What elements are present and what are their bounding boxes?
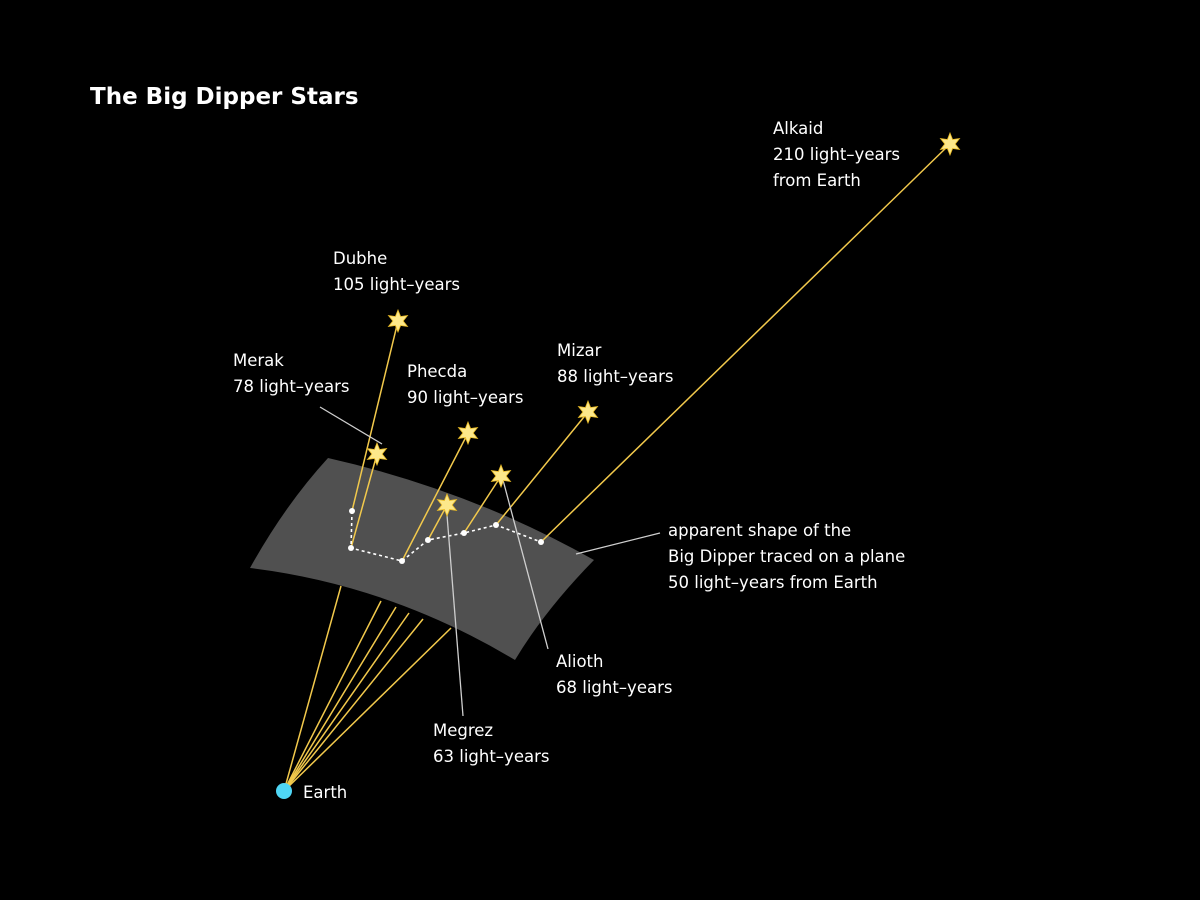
trace-point-alioth	[461, 530, 467, 536]
earth-sightline	[283, 618, 424, 792]
leader-line-merak	[319, 406, 383, 445]
star-icon-alioth	[490, 463, 512, 489]
sightline-mizar	[495, 411, 589, 526]
earth-sightline	[283, 606, 397, 792]
sightline-merak	[350, 453, 378, 549]
star-icon-dubhe	[387, 308, 409, 334]
trace-point-phecda	[399, 558, 405, 564]
leader-line-alioth	[502, 479, 549, 650]
plane-label-line-1: apparent shape of the	[668, 521, 851, 540]
star-label-alioth-name: Alioth	[556, 652, 603, 671]
plane-surface	[250, 458, 594, 660]
star-label-mizar-distance: 88 light–years	[557, 367, 673, 386]
diagram-title: The Big Dipper Stars	[90, 84, 359, 110]
sightline-phecda	[401, 432, 469, 562]
star-icon-megrez	[436, 492, 458, 518]
earth-sightline	[283, 600, 382, 792]
plane-label-line-2: Big Dipper traced on a plane	[668, 547, 905, 566]
star-icon-mizar	[577, 399, 599, 425]
star-icons	[366, 131, 961, 518]
sightline-megrez	[427, 504, 448, 541]
star-sightlines	[350, 143, 951, 562]
star-label-alkaid-distance: 210 light–years	[773, 145, 900, 164]
trace-point-megrez	[425, 537, 431, 543]
star-label-dubhe-distance: 105 light–years	[333, 275, 460, 294]
star-icon-phecda	[457, 420, 479, 446]
star-label-dubhe-name: Dubhe	[333, 249, 387, 268]
star-icon-merak	[366, 441, 388, 467]
earth-sightlines	[283, 585, 452, 792]
sightline-alioth	[463, 475, 502, 534]
star-label-merak-distance: 78 light–years	[233, 377, 349, 396]
leader-line-megrez	[446, 514, 464, 717]
star-icon-alkaid	[939, 131, 961, 157]
plane-label-line-3: 50 light–years from Earth	[668, 573, 878, 592]
star-label-alkaid-name: Alkaid	[773, 119, 823, 138]
earth-label: Earth	[303, 783, 347, 802]
trace-point-merak	[348, 545, 354, 551]
star-label-alkaid-extra: from Earth	[773, 171, 861, 190]
star-label-mizar-name: Mizar	[557, 341, 602, 360]
star-label-megrez-distance: 63 light–years	[433, 747, 549, 766]
earth-icon	[276, 783, 292, 799]
star-label-phecda-distance: 90 light–years	[407, 388, 523, 407]
sightline-dubhe	[351, 320, 399, 512]
star-label-megrez-name: Megrez	[433, 721, 493, 740]
trace-point-dubhe	[349, 508, 355, 514]
trace-point-mizar	[493, 522, 499, 528]
leader-lines	[319, 406, 661, 717]
star-label-phecda-name: Phecda	[407, 362, 467, 381]
star-label-merak-name: Merak	[233, 351, 284, 370]
earth-sightline	[283, 585, 342, 792]
leader-line-plane	[575, 532, 661, 555]
sightline-alkaid	[540, 143, 951, 543]
earth-sightline	[283, 627, 452, 792]
dipper-trace-points	[348, 508, 544, 564]
earth-sightline	[283, 612, 410, 792]
trace-point-alkaid	[538, 539, 544, 545]
star-label-alioth-distance: 68 light–years	[556, 678, 672, 697]
